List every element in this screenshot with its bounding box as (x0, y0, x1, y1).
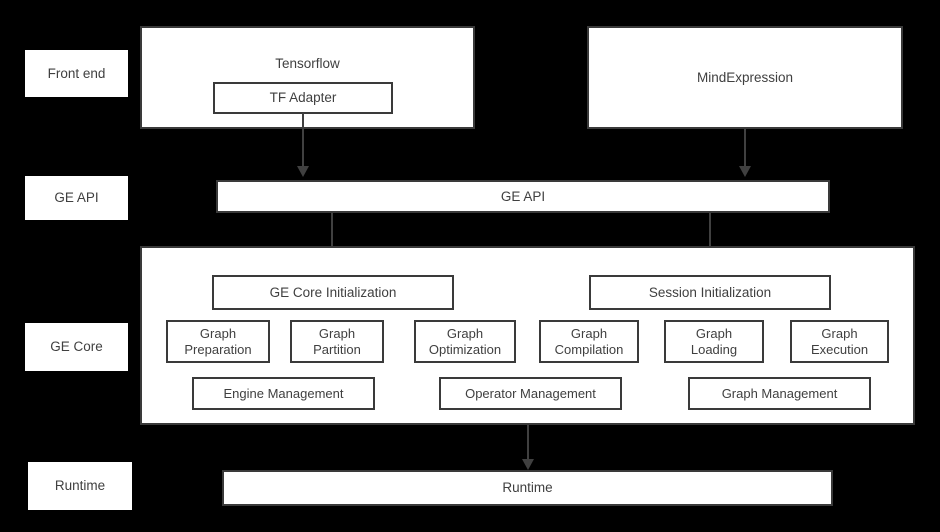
ge-core-unit-graph-execution-label: Graph Execution (810, 326, 869, 357)
ge-api-bar[interactable]: GE API (216, 180, 830, 213)
session-initialization-label: Session Initialization (648, 284, 772, 300)
frontend-tensorflow-label: Tensorflow (275, 56, 340, 71)
ge-core-unit-graph-partition-label: Graph Partition (313, 326, 361, 357)
ge-core-operator-management-label: Operator Management (465, 385, 596, 401)
ge-core-initialization-label: GE Core Initialization (269, 284, 397, 300)
ge-core-graph-management-label: Graph Management (721, 385, 838, 401)
connector-mindexpression-to-ge-api-arrow (739, 166, 751, 177)
connector-ge-api-to-session-init-line (709, 213, 711, 263)
ge-core-graph-management-box[interactable]: Graph Management (688, 377, 871, 410)
lane-label-runtime: Runtime (28, 462, 132, 510)
ge-core-engine-management-box[interactable]: Engine Management (192, 377, 375, 410)
lane-label-runtime-text: Runtime (54, 478, 106, 494)
ge-core-operator-management-box[interactable]: Operator Management (439, 377, 622, 410)
frontend-tf-adapter-box[interactable]: TF Adapter (213, 82, 393, 114)
ge-api-bar-label: GE API (500, 188, 546, 204)
frontend-mindexpression-label: MindExpression (696, 69, 794, 85)
runtime-bar-label: Runtime (502, 480, 553, 496)
session-initialization-box[interactable]: Session Initialization (589, 275, 831, 310)
lane-label-ge-api-text: GE API (54, 190, 99, 206)
connector-ge-core-to-runtime-line (527, 425, 529, 462)
frontend-mindexpression-box[interactable]: MindExpression (587, 26, 903, 129)
lane-label-ge-core-text: GE Core (50, 339, 103, 355)
ge-core-unit-graph-loading-label: Graph Loading (690, 326, 738, 357)
connector-tf-adapter-to-ge-api-line (302, 113, 304, 168)
ge-core-unit-graph-preparation-label: Graph Preparation (184, 326, 252, 357)
ge-core-unit-graph-compilation-label: Graph Compilation (554, 326, 624, 357)
frontend-tf-adapter-label: TF Adapter (269, 90, 337, 106)
lane-label-ge-api: GE API (25, 176, 128, 220)
ge-core-unit-graph-execution[interactable]: Graph Execution (790, 320, 889, 363)
ge-core-unit-graph-partition[interactable]: Graph Partition (290, 320, 384, 363)
runtime-bar[interactable]: Runtime (222, 470, 833, 506)
ge-core-unit-graph-preparation[interactable]: Graph Preparation (166, 320, 270, 363)
lane-label-front-end: Front end (25, 50, 128, 97)
ge-core-unit-graph-loading[interactable]: Graph Loading (664, 320, 764, 363)
connector-mindexpression-to-ge-api-line (744, 129, 746, 168)
ge-core-unit-graph-optimization-label: Graph Optimization (428, 326, 502, 357)
connector-ge-core-to-runtime-arrow (522, 459, 534, 470)
connector-tf-adapter-to-ge-api-arrow (297, 166, 309, 177)
connector-ge-api-to-ge-core-init-line (331, 213, 333, 263)
ge-core-engine-management-label: Engine Management (223, 385, 344, 401)
ge-core-initialization-box[interactable]: GE Core Initialization (212, 275, 454, 310)
ge-core-unit-graph-optimization[interactable]: Graph Optimization (414, 320, 516, 363)
ge-core-unit-graph-compilation[interactable]: Graph Compilation (539, 320, 639, 363)
lane-label-ge-core: GE Core (25, 323, 128, 371)
lane-label-front-end-text: Front end (47, 65, 106, 81)
